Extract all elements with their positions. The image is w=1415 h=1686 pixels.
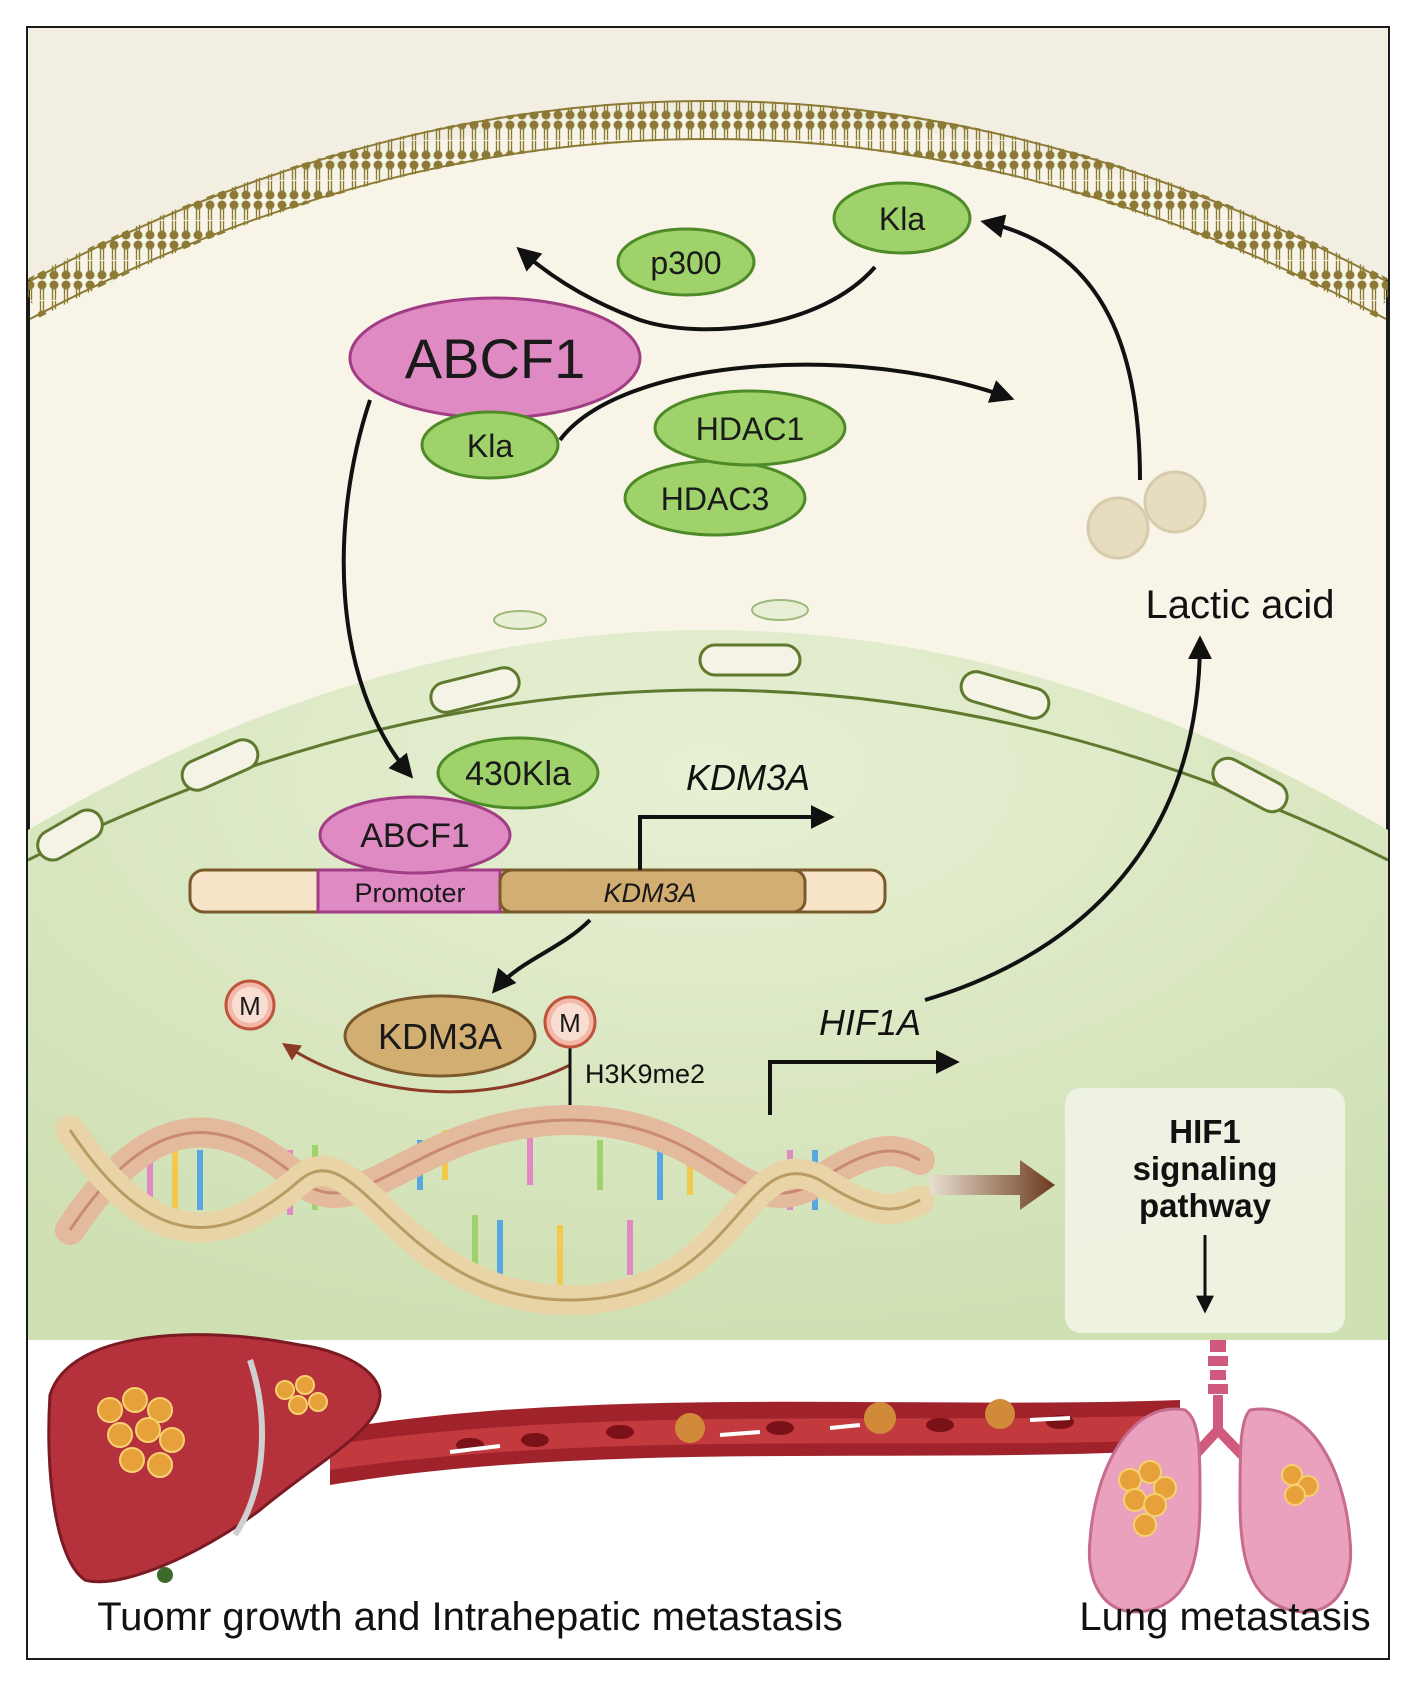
- gene-kdm3a-label: KDM3A: [603, 878, 696, 908]
- methyl-free-label: M: [239, 991, 261, 1021]
- kla-430-label: 430Kla: [465, 755, 571, 793]
- p300-label: p300: [650, 245, 721, 281]
- kdm3a-protein-label: KDM3A: [378, 1016, 502, 1057]
- arrow-kla-to-lactic: [558, 362, 1015, 442]
- abcf1-small-label: ABCF1: [360, 817, 470, 855]
- blood-vessel: [330, 1399, 1180, 1485]
- hif1a-label: HIF1A: [819, 1002, 921, 1043]
- dna-helix: [55, 1104, 935, 1316]
- pathway-line3: pathway: [1139, 1187, 1272, 1224]
- lactic-acid-droplets-icon: [1086, 470, 1207, 560]
- arrow-gene-to-kdm3a: [491, 918, 592, 994]
- abcf1-small-blob: ABCF1: [318, 795, 512, 875]
- methyl-free-icon: M: [224, 979, 276, 1031]
- kla-top-blob: Kla: [832, 181, 972, 255]
- kdm3a-transcript-label: KDM3A: [686, 757, 810, 798]
- kdm3a-protein-blob: KDM3A: [343, 994, 537, 1078]
- demethylation-arrow: [282, 1043, 571, 1094]
- h3k9me2-label: H3K9me2: [585, 1059, 705, 1089]
- methyl-bound-icon: M: [543, 995, 597, 1049]
- dna-to-pathway-arrow: [930, 1160, 1055, 1210]
- hdac3-label: HDAC3: [661, 481, 769, 517]
- lungs-icon: [1087, 1340, 1353, 1614]
- hif1a-transcription-arrow: [768, 1050, 960, 1115]
- kla-bound-label: Kla: [467, 428, 513, 464]
- methyl-bound-label: M: [559, 1008, 581, 1038]
- p300-blob: p300: [616, 227, 756, 297]
- kdm3a-transcription-arrow: [638, 805, 835, 870]
- arrow-hif1a-to-lactic: [924, 635, 1212, 1002]
- kdm3a-gene: Promoter KDM3A: [188, 868, 887, 914]
- caption-left: Tuomr growth and Intrahepatic metastasis: [97, 1595, 843, 1639]
- arrow-lactic-to-kla: [980, 214, 1142, 481]
- hif1-pathway-box: HIF1 signaling pathway: [1065, 1088, 1345, 1333]
- abcf1-blob: ABCF1: [348, 296, 642, 420]
- abcf1-label: ABCF1: [405, 327, 586, 390]
- arrow-abcf1-to-nucleus: [341, 399, 414, 779]
- promoter-label: Promoter: [354, 878, 465, 908]
- kla-bound-blob: Kla: [420, 410, 560, 480]
- pathway-line2: signaling: [1133, 1150, 1278, 1187]
- pathway-line1: HIF1: [1169, 1113, 1241, 1150]
- cell-membrane: [28, 100, 1388, 318]
- caption-right: Lung metastasis: [1079, 1595, 1370, 1639]
- kla-430-blob: 430Kla: [436, 736, 600, 810]
- hdac1-label: HDAC1: [696, 411, 804, 447]
- hdac1-blob: HDAC1: [653, 389, 847, 467]
- hdac3-blob: HDAC3: [623, 459, 807, 537]
- kla-top-label: Kla: [879, 201, 925, 237]
- lactic-acid-label: Lactic acid: [1146, 583, 1335, 627]
- arrow-kla-to-abcf1: [516, 246, 877, 332]
- liver-icon: [47, 1333, 382, 1584]
